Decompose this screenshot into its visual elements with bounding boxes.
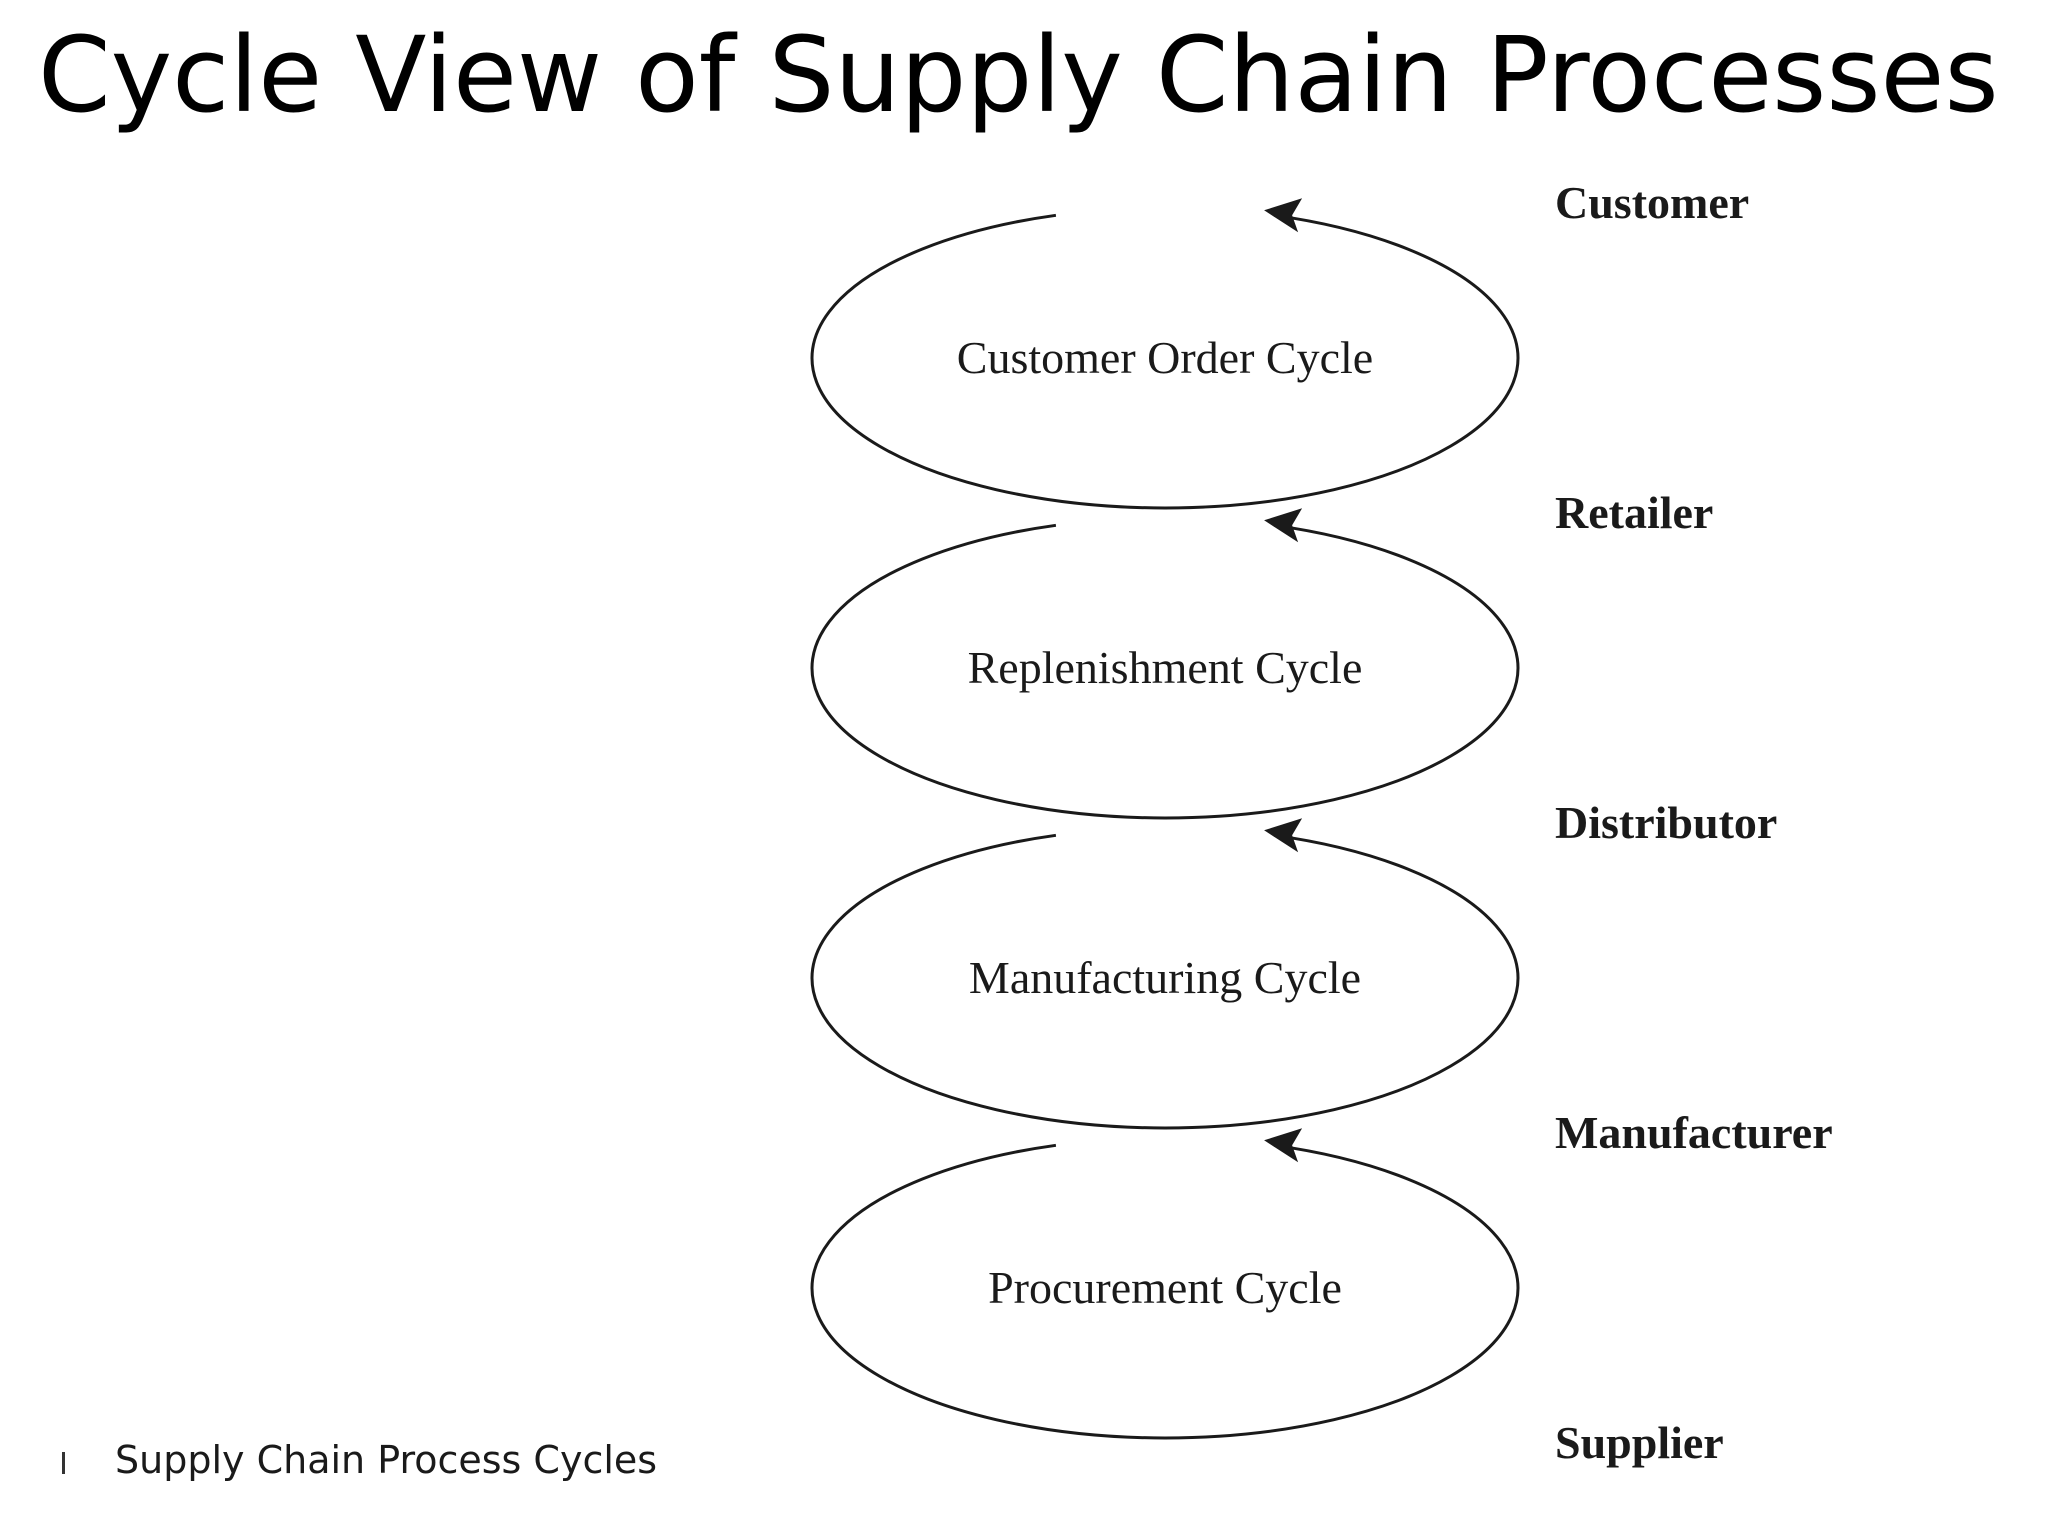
stage-label-retailer: Retailer	[1555, 487, 1713, 538]
cycle-label: Replenishment Cycle	[968, 642, 1363, 693]
slide-title: Cycle View of Supply Chain Processes	[38, 14, 1999, 136]
cycle-procurement-cycle: Procurement Cycle	[810, 1128, 1520, 1440]
stage-label-distributor: Distributor	[1555, 797, 1777, 848]
cycle-label: Procurement Cycle	[988, 1262, 1342, 1313]
arrow-head-icon	[1264, 818, 1303, 853]
stage-label-supplier: Supplier	[1555, 1417, 1724, 1468]
cycle-label: Manufacturing Cycle	[969, 952, 1361, 1003]
stage-label-manufacturer: Manufacturer	[1555, 1107, 1833, 1158]
figure-caption: Supply Chain Process Cycles	[62, 1438, 657, 1482]
cycle-replenishment-cycle: Replenishment Cycle	[810, 508, 1520, 820]
arrow-head-icon	[1264, 198, 1303, 233]
arrow-head-icon	[1264, 1128, 1303, 1163]
cycle-loop	[810, 213, 1520, 510]
caption-marker	[62, 1451, 65, 1474]
cycle-loop	[810, 1143, 1520, 1440]
cycle-loop	[810, 833, 1520, 1130]
cycle-customer-order-cycle: Customer Order Cycle	[810, 198, 1520, 510]
stage-label-customer: Customer	[1555, 177, 1749, 228]
cycle-manufacturing-cycle: Manufacturing Cycle	[810, 818, 1520, 1130]
arrow-head-icon	[1264, 508, 1303, 543]
cycle-label: Customer Order Cycle	[957, 332, 1373, 383]
caption-text: Supply Chain Process Cycles	[115, 1438, 658, 1482]
cycle-loop	[810, 523, 1520, 820]
